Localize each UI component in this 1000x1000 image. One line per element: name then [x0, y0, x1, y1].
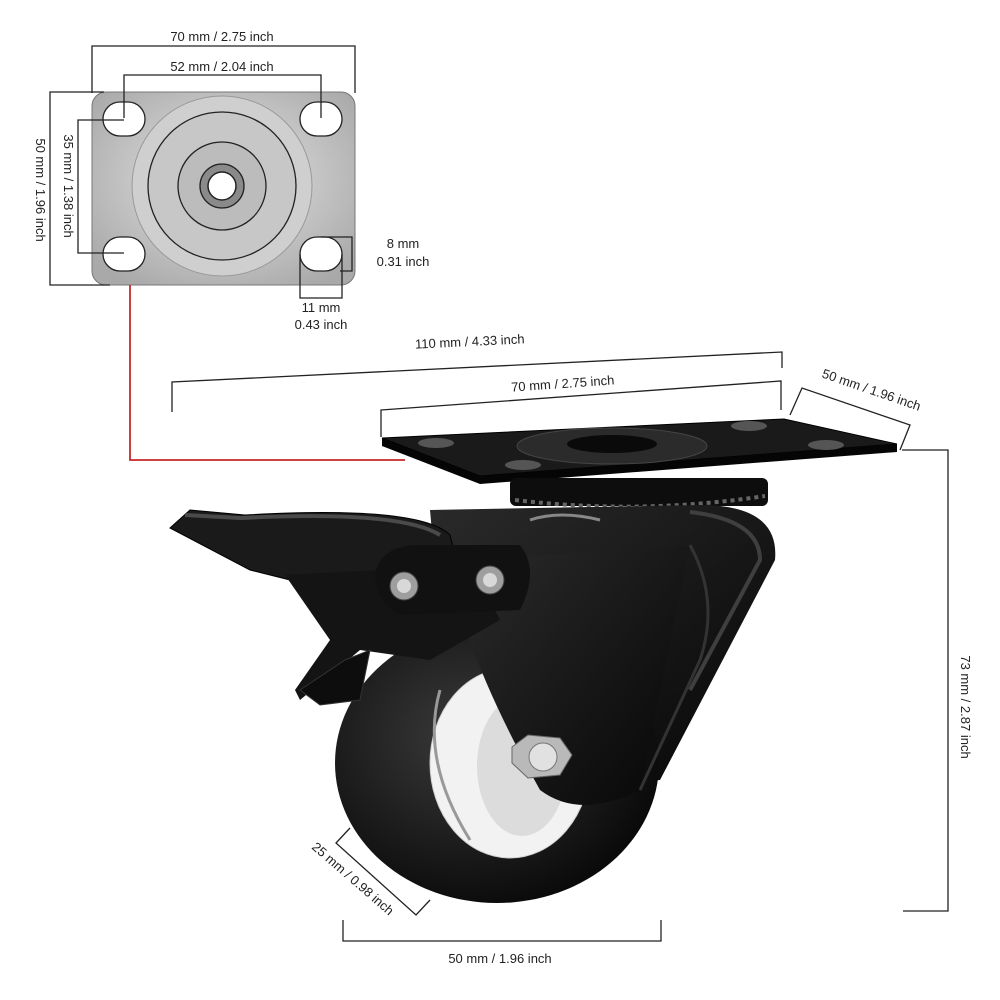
top-plate-view — [91, 91, 356, 286]
fork-leg-edge — [638, 544, 710, 791]
swivel-bearing — [510, 478, 768, 506]
slot-bottom-left — [102, 236, 146, 272]
dim-overall-length: 110 mm / 4.33 inch — [415, 331, 525, 351]
view-connector-line — [129, 285, 405, 461]
dim-plate-depth: 50 mm / 1.96 inch — [820, 366, 923, 414]
dim-wheel-diameter: 50 mm / 1.96 inch — [448, 951, 551, 966]
plate-slot-1 — [418, 438, 454, 448]
plate-center-hole — [567, 435, 657, 453]
dim-slot-height-mm: 8 mm — [387, 236, 420, 251]
dim-slot-width-in: 0.43 inch — [295, 317, 348, 332]
dim-plate-length: 70 mm / 2.75 inch — [511, 372, 615, 394]
brake-pedal-highlight — [184, 513, 442, 537]
dim-slot-width-mm: 11 mm — [302, 300, 341, 315]
dim-total-height: 73 mm / 2.87 inch — [958, 655, 973, 758]
plate-slot-3 — [731, 421, 767, 431]
dim-plate-height: 50 mm / 1.96 inch — [33, 138, 48, 241]
rivet-right-center — [483, 573, 497, 587]
brake-pad — [299, 649, 371, 706]
dim-hole-spacing-y: 35 mm / 1.38 inch — [61, 134, 76, 237]
plate-slot-2 — [505, 460, 541, 470]
wheel-rim-shadow — [432, 689, 472, 841]
kingpin-hole — [207, 171, 237, 201]
plate-slot-4 — [808, 440, 844, 450]
bearing-balls — [514, 494, 766, 509]
caster-side-view — [169, 418, 898, 903]
dim-slot-height-in: 0.31 inch — [377, 254, 430, 269]
dim-plate-width: 70 mm / 2.75 inch — [170, 29, 273, 44]
brake-bracket — [375, 545, 530, 615]
top-view-dimensions: 70 mm / 2.75 inch 52 mm / 2.04 inch 50 m… — [33, 29, 429, 332]
dim-hole-spacing-x: 52 mm / 2.04 inch — [170, 59, 273, 74]
rivet-left-center — [397, 579, 411, 593]
axle-bolt — [528, 742, 558, 772]
fork-highlight — [688, 510, 763, 691]
slot-bottom-right — [299, 236, 343, 272]
brake-spring — [529, 513, 601, 522]
